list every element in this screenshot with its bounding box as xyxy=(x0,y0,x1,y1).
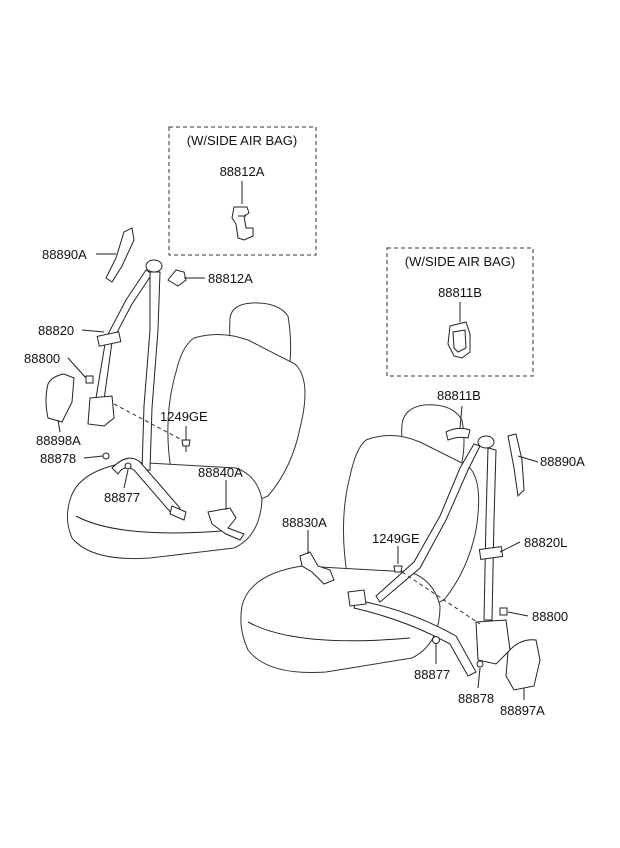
label-88877-right: 88877 xyxy=(414,667,450,682)
label-88878-left: 88878 xyxy=(40,451,76,466)
right-belt-assembly xyxy=(299,427,541,691)
retractor-right xyxy=(475,619,511,665)
part-88800-left xyxy=(85,375,94,384)
label-88812A: 88812A xyxy=(208,271,253,286)
box-2-part-label: 88811B xyxy=(438,285,482,300)
label-88840A: 88840A xyxy=(198,465,243,480)
part-88811B xyxy=(445,427,471,441)
part-88812A-in-box xyxy=(231,206,254,241)
box-1-part-label: 88812A xyxy=(220,164,265,179)
d-ring-right xyxy=(477,435,495,449)
label-88800-right: 88800 xyxy=(532,609,568,624)
part-88811B-in-box xyxy=(447,321,471,359)
d-ring-left xyxy=(145,259,163,273)
part-88812A xyxy=(167,269,187,287)
label-88800-left: 88800 xyxy=(24,351,60,366)
part-88830A xyxy=(299,551,335,585)
part-88800-right xyxy=(499,607,508,616)
part-88820-left xyxy=(96,331,122,347)
label-88897A: 88897A xyxy=(500,703,545,718)
left-belt-assembly xyxy=(45,227,245,541)
label-88811B: 88811B xyxy=(437,388,481,403)
side-airbag-box-1: (W/SIDE AIR BAG) 88812A xyxy=(168,126,317,256)
part-88898A xyxy=(45,373,75,423)
part-88878-right xyxy=(476,660,484,668)
side-airbag-box-2: (W/SIDE AIR BAG) 88811B xyxy=(386,247,534,377)
label-88877-left: 88877 xyxy=(104,490,140,505)
part-88877-right xyxy=(432,636,440,644)
label-88878-right: 88878 xyxy=(458,691,494,706)
part-88897A xyxy=(505,639,541,691)
label-88898A: 88898A xyxy=(36,433,81,448)
box-1-title: (W/SIDE AIR BAG) xyxy=(187,133,298,148)
part-labels: 88890A 88812A 88820 88800 88898A 88878 1… xyxy=(24,247,585,718)
retractor-left xyxy=(87,395,115,427)
label-88890A-left: 88890A xyxy=(42,247,87,262)
label-88820L: 88820L xyxy=(524,535,567,550)
part-88878-left xyxy=(102,452,110,460)
part-88890A-left xyxy=(105,227,135,283)
label-88820: 88820 xyxy=(38,323,74,338)
label-1249GE-left: 1249GE xyxy=(160,409,208,424)
part-88877-left xyxy=(124,462,132,470)
leader-lines xyxy=(57,253,539,700)
part-88890A-right xyxy=(507,433,525,498)
part-1249GE-left xyxy=(181,439,191,447)
label-88890A-right: 88890A xyxy=(540,454,585,469)
box-2-title: (W/SIDE AIR BAG) xyxy=(405,254,516,269)
part-88840A xyxy=(207,507,245,541)
label-1249GE-right: 1249GE xyxy=(372,531,420,546)
label-88830A: 88830A xyxy=(282,515,327,530)
part-1249GE-right xyxy=(393,565,403,573)
part-88820L xyxy=(478,545,504,561)
